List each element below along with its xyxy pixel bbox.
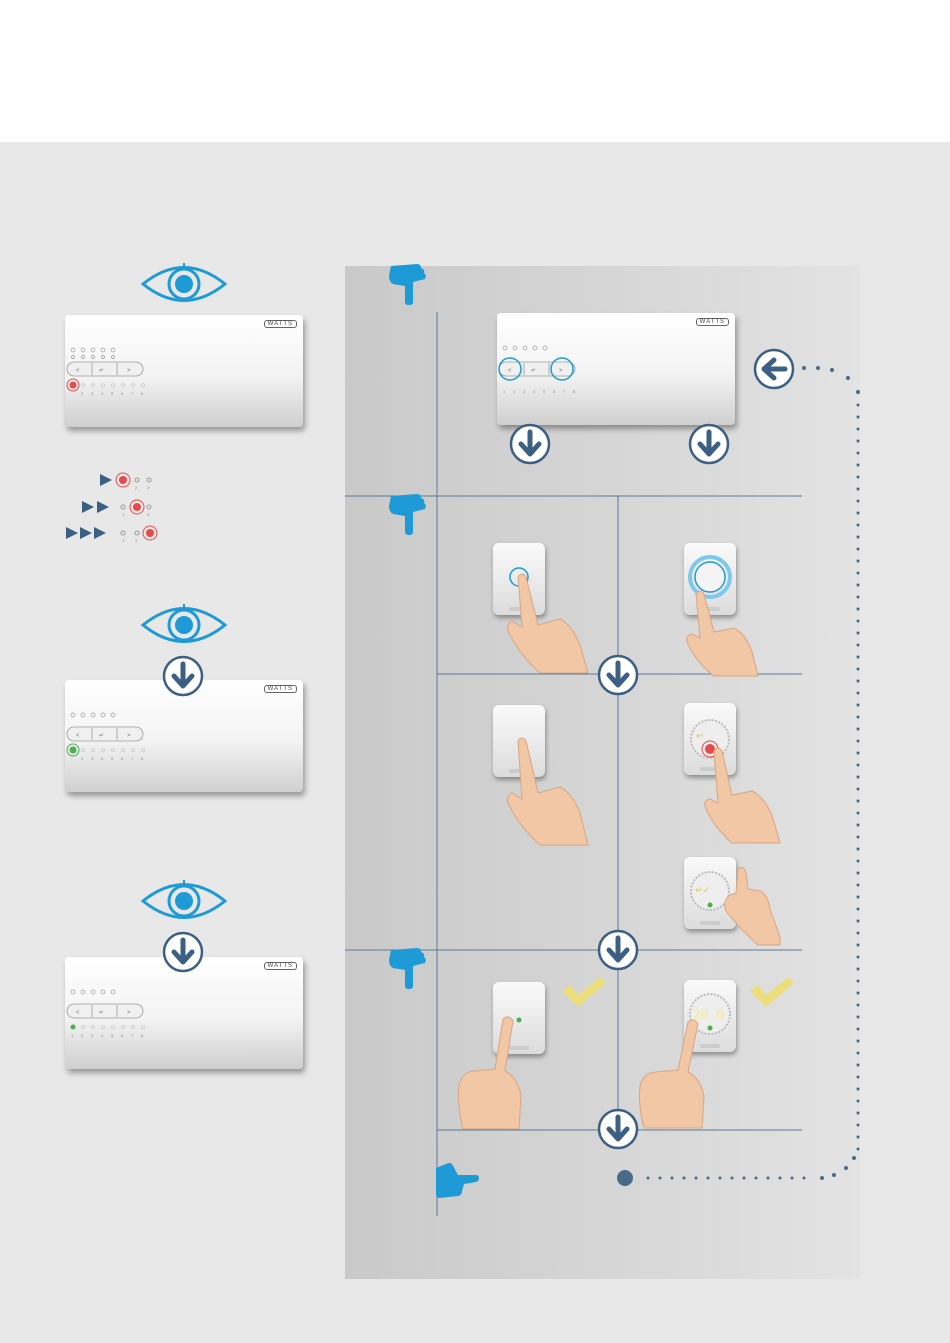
checkmark-icon xyxy=(748,975,796,1009)
svg-text:<: < xyxy=(76,1010,80,1016)
svg-text:1: 1 xyxy=(122,512,125,517)
brand-logo: WATTS xyxy=(264,320,297,328)
svg-text:1: 1 xyxy=(503,389,506,394)
arrow-down-icon xyxy=(162,655,204,697)
svg-text:4: 4 xyxy=(101,756,104,761)
brand-logo: WATTS xyxy=(264,685,297,693)
base-unit-numbers: 2 3 4 5 6 7 8 xyxy=(65,754,165,762)
svg-text:↵: ↵ xyxy=(99,733,104,739)
arrow-left-icon xyxy=(753,348,795,390)
base-unit: WATTS < ↵ > 2 3 4 5 6 7 8 xyxy=(65,315,303,427)
svg-text:7: 7 xyxy=(131,1033,134,1038)
svg-text:↵: ↵ xyxy=(696,731,704,742)
svg-text:3: 3 xyxy=(147,485,150,490)
finger-press-hand xyxy=(700,745,782,845)
svg-text:<: < xyxy=(76,368,80,374)
arrow-down-icon xyxy=(509,423,551,465)
eye-icon xyxy=(140,880,228,922)
svg-text:2: 2 xyxy=(81,756,84,761)
svg-text:8: 8 xyxy=(141,1033,144,1038)
pointing-hand-icon xyxy=(387,492,429,536)
svg-text:5: 5 xyxy=(543,389,546,394)
svg-text:7: 7 xyxy=(131,391,134,396)
svg-text:3: 3 xyxy=(91,1033,94,1038)
loop-dots xyxy=(802,366,860,394)
svg-text:<: < xyxy=(508,368,512,374)
channel-selection-legend: 2 3 1 3 1 2 xyxy=(60,468,170,548)
play-icon xyxy=(82,501,94,513)
svg-text:8: 8 xyxy=(141,756,144,761)
svg-text:>: > xyxy=(127,733,131,739)
svg-text:8: 8 xyxy=(573,389,576,394)
play-icon xyxy=(100,474,112,486)
brand-logo: WATTS xyxy=(264,962,297,970)
svg-text:2: 2 xyxy=(135,485,138,490)
eye-icon xyxy=(140,263,228,305)
svg-text:7: 7 xyxy=(563,389,566,394)
pointing-hand-right-icon xyxy=(432,1160,480,1200)
checkmark-icon xyxy=(560,975,608,1009)
finger-press-hand xyxy=(682,588,762,678)
svg-text:6: 6 xyxy=(121,391,124,396)
svg-text:2: 2 xyxy=(135,538,138,543)
svg-text:6: 6 xyxy=(553,389,556,394)
svg-text:↵: ↵ xyxy=(531,368,536,374)
base-unit: WATTS < ↵ > 1 2 3 4 5 6 7 8 xyxy=(497,313,735,425)
pointing-hand-icon xyxy=(387,262,429,306)
base-unit-numbers: 1 2 3 4 5 6 7 8 xyxy=(497,387,597,395)
svg-text:3: 3 xyxy=(91,391,94,396)
finger-press-hand xyxy=(636,1018,716,1130)
svg-text:↵: ↵ xyxy=(99,1010,104,1016)
play-icon xyxy=(97,501,109,513)
svg-text:3: 3 xyxy=(523,389,526,394)
loop-start-dot xyxy=(617,1170,633,1186)
svg-text:4: 4 xyxy=(533,389,536,394)
finger-press-hand xyxy=(500,565,590,675)
svg-text:5: 5 xyxy=(111,756,114,761)
arrow-down-icon xyxy=(597,654,639,696)
svg-text:>: > xyxy=(127,368,131,374)
svg-text:6: 6 xyxy=(121,1033,124,1038)
arrow-down-icon xyxy=(597,1108,639,1150)
svg-text:1: 1 xyxy=(71,1033,74,1038)
svg-text:>: > xyxy=(127,1010,131,1016)
svg-text:2: 2 xyxy=(81,391,84,396)
svg-text:6: 6 xyxy=(121,756,124,761)
svg-text:>: > xyxy=(559,368,563,374)
play-icon xyxy=(66,527,78,539)
svg-text:8: 8 xyxy=(141,391,144,396)
svg-text:↵: ↵ xyxy=(99,368,104,374)
svg-text:3: 3 xyxy=(147,512,150,517)
brand-logo: WATTS xyxy=(696,318,729,326)
svg-text:4: 4 xyxy=(101,1033,104,1038)
thumbs-up-hand xyxy=(718,865,782,947)
base-unit-numbers: 2 3 4 5 6 7 8 xyxy=(65,389,165,397)
pointing-hand-icon xyxy=(387,946,429,990)
svg-text:5: 5 xyxy=(111,1033,114,1038)
svg-text:3: 3 xyxy=(91,756,94,761)
svg-text:2: 2 xyxy=(81,1033,84,1038)
finger-press-hand xyxy=(455,1015,535,1131)
svg-text:↵✓: ↵✓ xyxy=(695,886,710,896)
arrow-down-icon xyxy=(597,929,639,971)
svg-text:7: 7 xyxy=(131,756,134,761)
svg-text:4: 4 xyxy=(101,391,104,396)
base-unit-numbers: 1 2 3 4 5 6 7 8 xyxy=(65,1031,165,1039)
svg-text:2: 2 xyxy=(513,389,516,394)
play-icon xyxy=(94,527,106,539)
base-unit: WATTS < ↵ > 1 2 3 4 5 6 7 8 xyxy=(65,957,303,1069)
arrow-down-icon xyxy=(162,931,204,973)
eye-icon xyxy=(140,604,228,646)
svg-text:1: 1 xyxy=(122,538,125,543)
play-icon xyxy=(80,527,92,539)
finger-press-hand xyxy=(500,735,590,847)
svg-text:<: < xyxy=(76,733,80,739)
svg-text:5: 5 xyxy=(111,391,114,396)
arrow-down-icon xyxy=(688,423,730,465)
